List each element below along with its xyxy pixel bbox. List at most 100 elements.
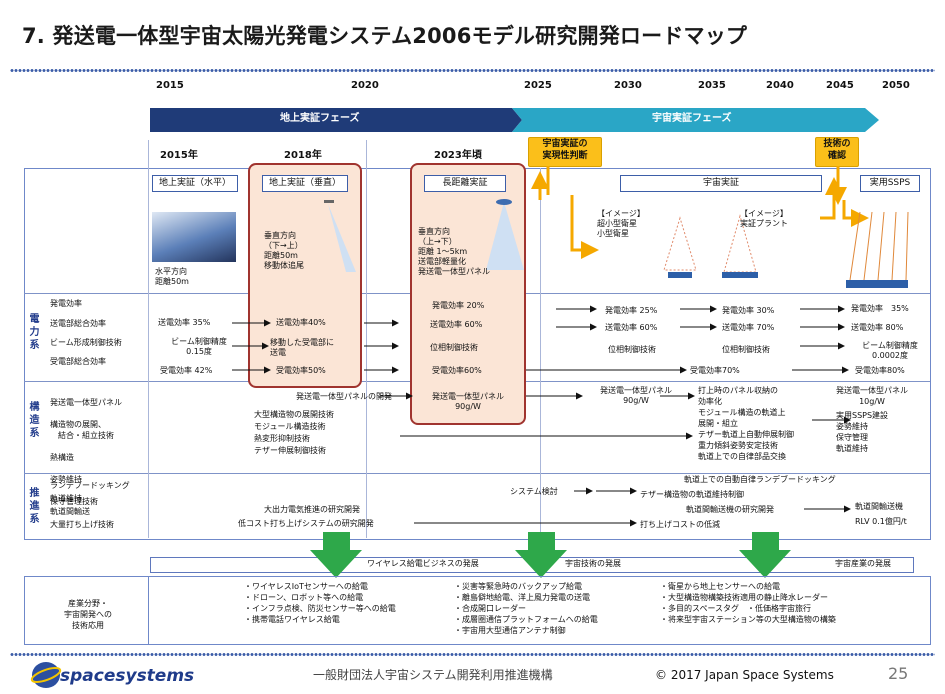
application-item: ・ワイヤレスIoTセンサーへの給電 xyxy=(244,582,368,591)
structure-2050-item: 保守管理 xyxy=(836,433,868,442)
structure-flow-panel-dev: 発送電一体型パネルの開発 xyxy=(296,392,392,401)
business-wireless: ワイヤレス給電ビジネスの発展 xyxy=(367,559,479,568)
col-divider xyxy=(366,140,367,538)
power-2023-value: 受電効率60% xyxy=(432,366,482,375)
structure-2040-item: 打上時のパネル収納の 効率化 xyxy=(698,386,778,406)
flow-arrows xyxy=(232,305,851,527)
structure-2023-panel: 発送電一体型パネル 90g/W xyxy=(432,392,504,411)
applications-box xyxy=(24,576,931,645)
propulsion-items: ランデブードッキング 軌道維持 軌道間輸送 大量打ち上げ技術 xyxy=(50,479,130,531)
stage-ground-horizontal: 地上実証（水平） xyxy=(152,175,238,192)
power-2015-value: 受電効率 42% xyxy=(160,366,213,375)
ground-phase-arrow xyxy=(150,108,522,132)
power-2023-value: 送電効率 60% xyxy=(430,320,483,329)
desc-image-small-sat: 【イメージ】 超小型衛星 小型衛星 xyxy=(597,209,645,238)
power-2018-value: 移動した受電部に 送電 xyxy=(270,338,334,357)
year-label: 2030 xyxy=(614,80,642,91)
propulsion-item: ランデブードッキング xyxy=(50,481,130,490)
power-item: 発電効率 xyxy=(50,299,82,308)
callout-arrows xyxy=(531,166,869,260)
milestone-2018: 2018年 xyxy=(284,150,322,161)
year-label: 2050 xyxy=(882,80,910,91)
structure-2040-item: 重力傾斜姿勢安定技術 xyxy=(698,441,778,450)
ground-test-photo xyxy=(152,212,236,262)
business-space-industry: 宇宙産業の発展 xyxy=(835,559,891,568)
structure-item: 姿勢維持 xyxy=(50,475,82,484)
vertical-beam-illustration xyxy=(324,200,356,272)
long-beam-illustration xyxy=(486,199,524,270)
year-label: 2035 xyxy=(698,80,726,91)
callout-feasibility: 宇宙実証の 実現性判断 xyxy=(528,137,602,167)
power-2050-value: 送電効率 80% xyxy=(851,323,904,332)
application-item: ・宇宙用大型通信アンテナ制御 xyxy=(454,626,566,635)
application-item: ・インフラ点検、防災センサー等への給電 xyxy=(244,604,396,613)
milestone-2015: 2015年 xyxy=(160,150,198,161)
highlight-2023 xyxy=(410,163,526,425)
structure-items: 発送電一体型パネル 構造物の展開、 結合・組立技術 熱構造 姿勢維持 保守管理技… xyxy=(50,386,122,518)
category-structure: 構造系 xyxy=(29,402,40,439)
propulsion-item: 軌道維持 xyxy=(50,494,82,503)
category-power: 電力系 xyxy=(29,314,40,351)
structure-item: 熱構造 xyxy=(50,453,74,462)
power-2040-value: 発電効率 30% xyxy=(722,306,775,315)
structure-2018-list: 大型構造物の展開技術 モジュール構造技術 熱変形抑制技術 テザー伸展制御技術 xyxy=(254,409,334,457)
application-item: ・合成開口レーダー xyxy=(454,604,526,613)
application-item: ・携帯電話ワイヤレス給電 xyxy=(244,615,340,624)
power-2015-value: ビーム制御精度 0.15度 xyxy=(171,337,227,356)
application-item: ・災害等緊急時のバックアップ給電 xyxy=(454,582,582,591)
year-axis: 2015 2020 2025 2030 2035 2040 2045 2050 xyxy=(150,78,925,108)
structure-item: 発送電一体型パネル xyxy=(50,398,122,407)
power-2030-value: 送電効率 60% xyxy=(605,323,658,332)
propulsion-2018-item: 低コスト打ち上げシステムの研究開発 xyxy=(238,519,374,528)
power-2030-value: 受電効率70% xyxy=(690,366,740,375)
row-divider xyxy=(24,473,930,474)
power-2050-value: ビーム制御精度 0.0002度 xyxy=(862,341,918,360)
propulsion-2040-item: 打ち上げコストの低減 xyxy=(640,520,720,529)
space-phase-arrow xyxy=(512,108,879,132)
milestone-2023: 2023年頃 xyxy=(434,150,482,161)
highlight-2018 xyxy=(248,163,362,388)
structure-item: 構造物の展開、 結合・組立技術 xyxy=(50,420,114,440)
power-2040-value: 位相制御技術 xyxy=(722,345,770,354)
desc-long: 垂直方向 （上→下） 距離 1～5km 送電部軽量化 発送電一体型パネル xyxy=(418,227,490,276)
propulsion-item: 大量打ち上げ技術 xyxy=(50,520,114,529)
year-label: 2020 xyxy=(351,80,379,91)
application-item: ・衛星から地上センサーへの給電 xyxy=(660,582,780,591)
application-item: ・大型構造物構築技術適用の静止降水レーダー xyxy=(660,593,828,602)
power-2050-value: 発電効率 35% xyxy=(851,304,909,313)
logo-text: spacesystems xyxy=(60,666,195,686)
structure-2040-item: モジュール構造の軌道上 展開・組立 xyxy=(698,408,786,428)
power-2023-value: 位相制御技術 xyxy=(430,343,478,352)
power-2030-value: 発電効率 25% xyxy=(605,306,658,315)
business-space-tech: 宇宙技術の発展 xyxy=(565,559,621,568)
col-divider xyxy=(540,168,541,538)
year-label: 2040 xyxy=(766,80,794,91)
structure-2050-item: 発送電一体型パネル 10g/W xyxy=(836,386,908,406)
structure-2018-item: モジュール構造技術 xyxy=(254,422,326,431)
structure-2050-item: 軌道維持 xyxy=(836,444,868,453)
slide-title: 7. 発送電一体型宇宙太陽光発電システム2006モデル研究開発ロードマップ xyxy=(22,24,748,48)
desc-vertical: 垂直方向 （下→上） 距離50m 移動体追尾 xyxy=(264,231,304,270)
propulsion-2018-item: 大出力電気推進の研究開発 xyxy=(264,505,360,514)
power-2015-value: 送電効率 35% xyxy=(158,318,211,327)
year-label: 2015 xyxy=(156,80,184,91)
green-arrow xyxy=(739,532,791,578)
propulsion-item: 軌道間輸送 xyxy=(50,507,90,516)
green-arrows xyxy=(310,532,791,578)
propulsion-system-study: システム検討 xyxy=(510,487,558,496)
green-arrow xyxy=(515,532,567,578)
ground-phase-label: 地上実証フェーズ xyxy=(280,113,360,124)
year-label: 2045 xyxy=(826,80,854,91)
propulsion-2050-item: RLV 0.1億円/t xyxy=(855,517,907,526)
applications-col2: ・災害等緊急時のバックアップ給電 ・離島僻地給電、洋上風力発電の送電 ・合成開口… xyxy=(454,581,598,636)
space-phase-label: 宇宙実証フェーズ xyxy=(652,113,732,124)
applications-label: 産業分野・ 宇宙開発への 技術応用 xyxy=(64,599,112,630)
phase-bar xyxy=(150,108,879,132)
applications-divider xyxy=(148,576,149,644)
propulsion-2040-item: テザー構造物の軌道維持制御 xyxy=(640,490,744,499)
power-2018-value: 受電効率50% xyxy=(276,366,326,375)
structure-2030-panel: 発送電一体型パネル 90g/W xyxy=(600,386,672,405)
footer-copyright: © 2017 Japan Space Systems xyxy=(655,668,834,682)
stage-long-distance: 長距離実証 xyxy=(424,175,506,192)
green-arrow xyxy=(310,532,362,578)
